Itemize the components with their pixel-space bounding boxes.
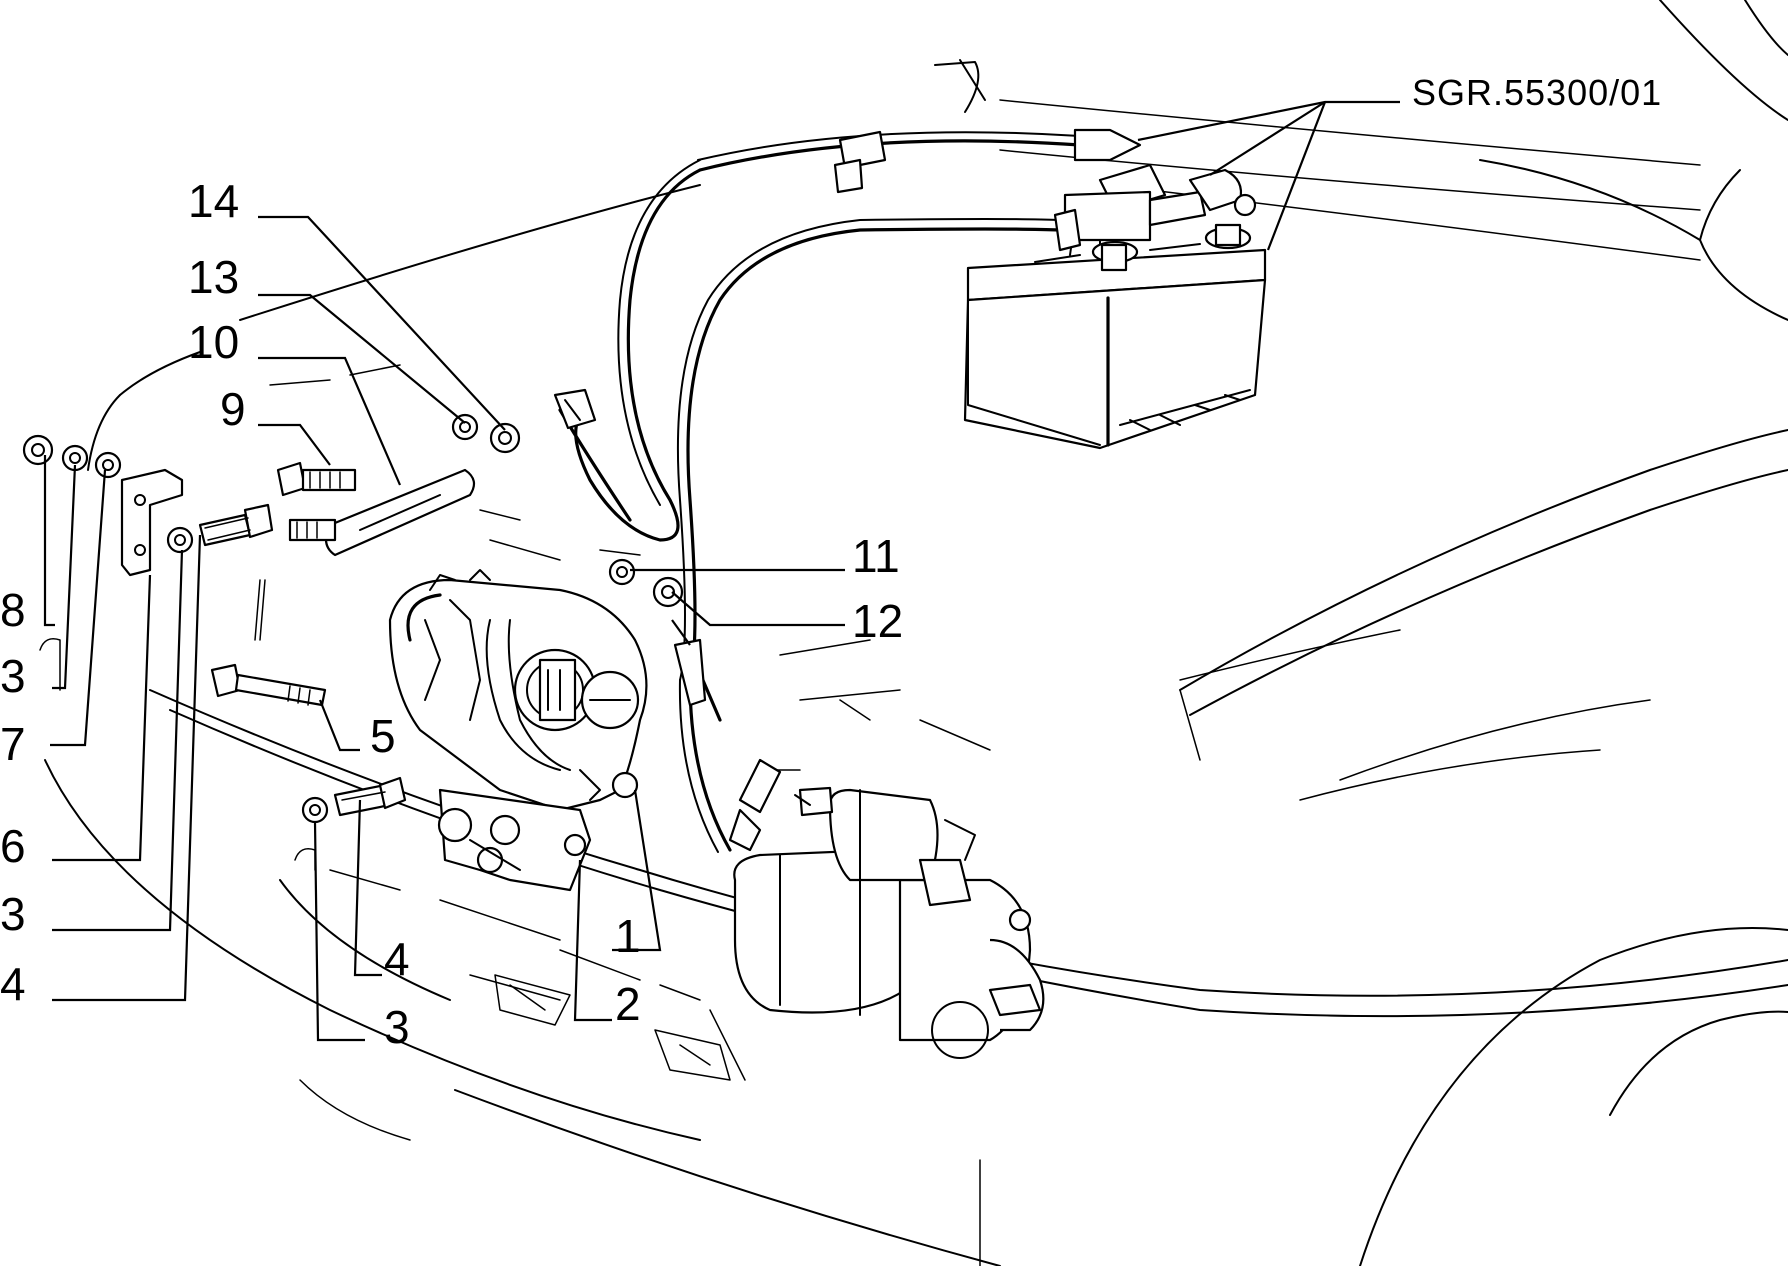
callout-6: 6 [0, 820, 26, 872]
battery [963, 215, 1267, 450]
callout-9: 9 [220, 383, 246, 435]
callout-10: 10 [188, 316, 239, 368]
callout-4-a: 4 [0, 958, 26, 1010]
callout-5: 5 [370, 710, 396, 762]
small-parts [22, 413, 684, 892]
labels: SGR.55300/01 14 13 10 9 11 12 8 3 7 6 3 … [0, 72, 1662, 1053]
callout-1: 1 [615, 910, 641, 962]
callout-2: 2 [615, 978, 641, 1030]
callout-13: 13 [188, 251, 239, 303]
callout-11: 11 [852, 530, 900, 582]
car-body-outline [39, 0, 1788, 1266]
callout-12: 12 [852, 595, 903, 647]
callout-14: 14 [188, 175, 239, 227]
alternator [388, 569, 648, 812]
leader-lines [43, 100, 1400, 1042]
battery-cable-set [553, 128, 1257, 853]
reference-label: SGR.55300/01 [1412, 72, 1662, 113]
callout-7: 7 [0, 718, 26, 770]
callout-3-c: 3 [384, 1001, 410, 1053]
callout-4-b: 4 [384, 933, 410, 985]
starter-motor [733, 786, 1045, 1059]
callout-3-a: 3 [0, 650, 26, 702]
callout-3-b: 3 [0, 888, 26, 940]
callout-8: 8 [0, 584, 26, 636]
